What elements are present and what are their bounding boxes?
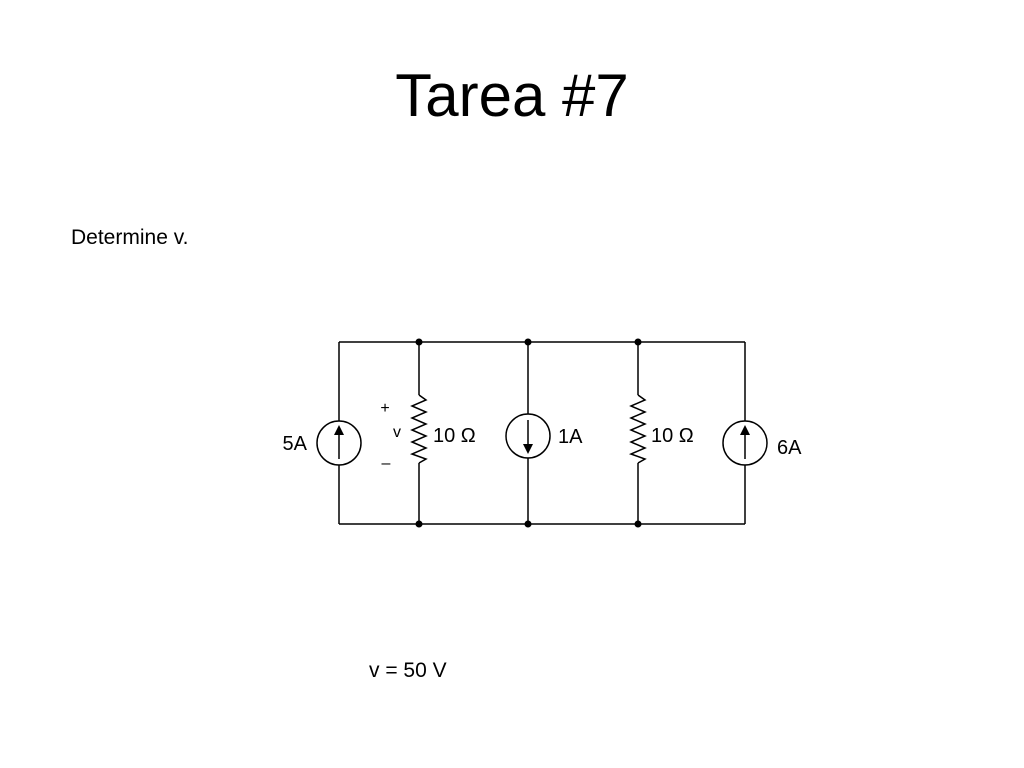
arrow-up-head-icon [334,425,344,435]
source-label-6a: 6A [777,437,802,459]
problem-prompt: Determine v. [71,226,189,249]
arrow-down-head-icon [523,444,533,454]
voltage-plus-sign: + [380,400,389,417]
resistor-label-1: 10 Ω [433,425,476,447]
voltage-minus-sign: – [382,455,391,472]
resistor-1-zigzag [409,394,428,464]
voltage-label-v: v [393,424,401,441]
junction-node [524,338,532,346]
current-source-6a [722,420,768,466]
source-label-1a: 1A [558,426,583,448]
junction-node [415,520,423,528]
arrow-up-head-icon [740,425,750,435]
current-source-1a [505,413,551,459]
junction-node [415,338,423,346]
resistor-label-2: 10 Ω [651,425,694,447]
current-source-5a [316,420,362,466]
resistor-2-zigzag [628,394,647,464]
junction-node [634,338,642,346]
source-label-5a: 5A [283,433,308,455]
junction-node [524,520,532,528]
junction-node [634,520,642,528]
answer-text: v = 50 V [369,659,447,682]
slide-title: Tarea #7 [395,62,629,129]
